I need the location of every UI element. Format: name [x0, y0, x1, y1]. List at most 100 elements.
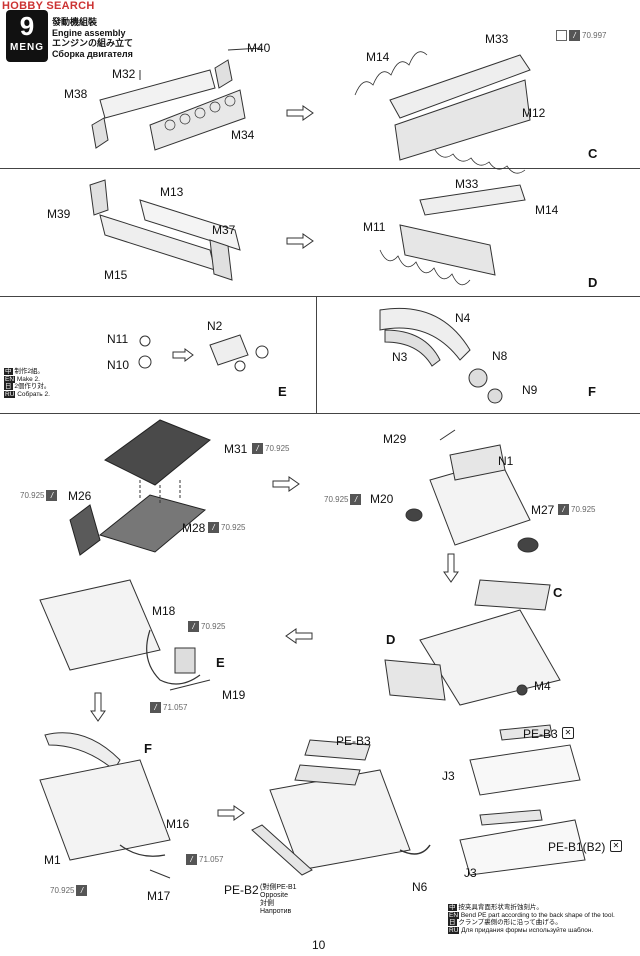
flow-arrow-right-icon: [272, 476, 300, 497]
divider-2: [0, 296, 640, 297]
watermark-logo: HOBBY SEARCH: [2, 0, 95, 12]
paint-brush-icon: /: [188, 621, 199, 632]
part-label: M37: [212, 223, 236, 237]
part-label: M12: [522, 106, 546, 120]
paint-ref: /70.925: [188, 621, 225, 632]
step-number: 9: [19, 11, 35, 41]
language-badge-ru: RU: [448, 926, 460, 934]
part-label: M4: [534, 679, 551, 693]
paint-brush-icon: /: [76, 885, 88, 896]
part-label: PE-B3: [523, 727, 558, 741]
step-title: 發動機組裝 Engine assembly エンジンの組み立て Сборка д…: [52, 17, 133, 59]
part-label: N4: [455, 311, 471, 325]
title-ru: Сборка двигателя: [52, 48, 133, 59]
part-label: M1: [44, 853, 61, 867]
part-label: M33: [455, 177, 479, 191]
part-label: N2: [207, 319, 223, 333]
part-label: N6: [412, 880, 428, 894]
divider-vertical: [316, 296, 317, 413]
paint-brush-icon: /: [208, 522, 219, 533]
paint-brush-icon: /: [46, 490, 58, 501]
brand-logo: MENG: [10, 42, 44, 53]
language-badge-ru: RU: [4, 390, 16, 398]
language-badge-jp: 日: [4, 383, 13, 390]
flow-arrow-right-icon: [217, 805, 245, 826]
subassembly-letter: C: [588, 146, 598, 161]
paint-ref: /71.057: [186, 854, 223, 865]
language-badge-en: EN: [448, 911, 460, 919]
flow-arrow-down-icon: [443, 553, 459, 588]
flow-arrow-down-icon: [90, 692, 106, 727]
part-label: M14: [366, 50, 390, 64]
flow-arrow-right-icon: [286, 233, 314, 254]
paint-ref: /70.925: [208, 522, 245, 533]
part-label: J3: [442, 769, 455, 783]
make-two-note: 中 制作2組。 EN Make 2. 日 2個作り対。 RU Собрать 2…: [4, 368, 51, 398]
language-badge-cn: 中: [448, 904, 457, 911]
part-label: M34: [231, 128, 255, 142]
part-label: M18: [152, 604, 176, 618]
subassembly-letter: E: [278, 384, 287, 399]
subassembly-letter: D: [588, 275, 598, 290]
paint-brush-icon: /: [350, 494, 362, 505]
part-label: M14: [535, 203, 559, 217]
divider-3: [0, 413, 640, 414]
part-label: M19: [222, 688, 246, 702]
paint-ref: /70.925: [252, 443, 289, 454]
pe-bend-marker-icon: ✕: [610, 840, 622, 852]
pe-bend-marker-icon: ✕: [562, 727, 574, 739]
paint-brush-icon: /: [252, 443, 263, 454]
flow-arrow-right-icon: [172, 348, 194, 367]
paint-ref: /70.925: [558, 504, 595, 515]
part-label: M17: [147, 889, 171, 903]
paint-ref: 70.925/: [50, 885, 88, 896]
part-label: M11: [363, 220, 386, 234]
flow-arrow-left-icon: [285, 628, 313, 649]
part-label: M15: [104, 268, 128, 282]
part-label: M20: [370, 492, 394, 506]
part-label: PE-B1(B2): [548, 840, 606, 854]
part-label: N11: [107, 332, 129, 346]
page-number: 10: [312, 938, 326, 952]
part-label: M31: [224, 442, 248, 456]
part-label: M32: [112, 67, 136, 81]
part-label: M39: [47, 207, 71, 221]
title-jp: エンジンの組み立て: [52, 38, 134, 48]
part-label: N3: [392, 350, 408, 364]
subassembly-ref-f: F: [144, 741, 152, 756]
divider-1: [0, 168, 640, 169]
part-label: M40: [247, 41, 271, 55]
language-badge-jp: 日: [448, 919, 457, 927]
part-label: PE-B2: [224, 883, 259, 897]
part-label: M27: [531, 503, 555, 517]
part-label: M29: [383, 432, 407, 446]
language-badge-en: EN: [4, 375, 16, 383]
pe-bend-note: 中 按夹具背面形状弯折蚀刻片。 EN Bend PE part accordin…: [448, 904, 615, 934]
subassembly-ref-c: C: [553, 585, 563, 600]
subassembly-ref-d: D: [386, 632, 396, 647]
paint-ref: 70.925/: [20, 490, 58, 501]
part-label: M13: [160, 185, 184, 199]
paint-ref: /71.057: [150, 702, 187, 713]
paint-ref-code: 70.997: [582, 31, 607, 40]
part-label: M28: [182, 521, 206, 535]
paint-brush-icon: /: [569, 30, 580, 41]
part-label: PE-B3: [336, 734, 371, 748]
subassembly-letter: F: [588, 384, 596, 399]
part-label: N1: [498, 454, 514, 468]
language-badge-cn: 中: [4, 368, 13, 375]
part-label: M26: [68, 489, 92, 503]
part-label: J3: [464, 866, 477, 880]
paint-brush-icon: /: [150, 702, 161, 713]
part-label: N8: [492, 349, 508, 363]
part-label: N10: [107, 358, 130, 372]
step-badge: 9 MENG: [6, 10, 48, 62]
title-cn: 發動機組裝: [52, 17, 98, 27]
title-en: Engine assembly: [52, 27, 126, 38]
part-label: M16: [166, 817, 190, 831]
white-swatch-icon: [556, 30, 567, 41]
paint-ref: 70.925/: [324, 494, 362, 505]
paint-brush-icon: /: [558, 504, 569, 515]
pe-b2-opposite-note: (對側PE-B1 Opposite 対側 Напротив: [260, 884, 297, 915]
